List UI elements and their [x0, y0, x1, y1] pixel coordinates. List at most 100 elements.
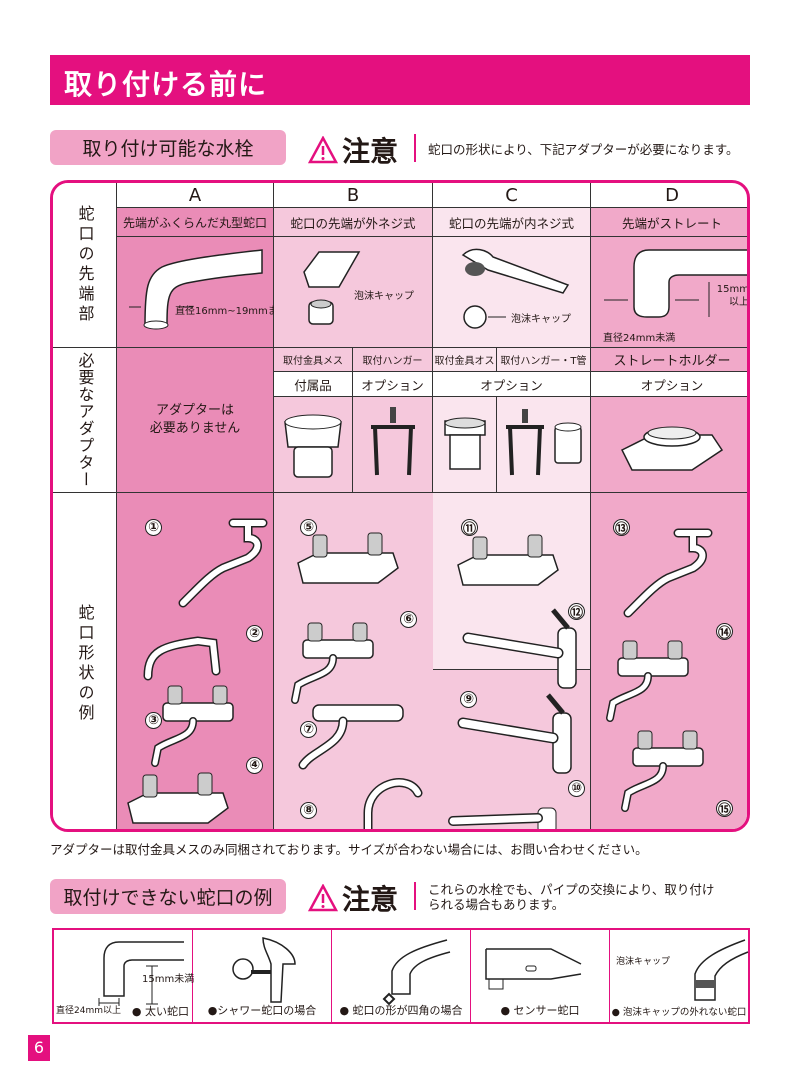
tip-image-B: 泡沫キャップ	[274, 237, 433, 348]
male-fitting-illustration	[433, 397, 497, 493]
column-D-header: D	[591, 183, 747, 208]
page-title: 取り付ける前に	[50, 55, 750, 105]
example-number: ⑤	[300, 519, 317, 536]
unsupported-thick-faucet: 15mm未満 直径24mm以上 ● 太い蛇口	[54, 930, 195, 1022]
faucet-example-illustration	[143, 678, 318, 777]
fixed-aerator-faucet-illustration	[694, 939, 749, 1001]
adapter-name-hanger: 取付ハンガー	[353, 348, 433, 372]
example-number: ⑨	[460, 691, 477, 708]
tip-image-D: 15mm以上 直径24mm未満	[591, 237, 749, 348]
unsupported-shower-faucet: ●シャワー蛇口の場合	[193, 930, 332, 1022]
adapter-name-hanger-t: 取付ハンガー・T管	[497, 348, 591, 372]
column-C-header: C	[433, 183, 591, 208]
section-heading-compatible: 取り付け可能な水栓	[50, 130, 286, 165]
tip-image-A: 直径16mm~19mmまで	[117, 237, 288, 348]
example-number: ⑦	[300, 721, 317, 738]
caution-text: 注意	[342, 135, 399, 168]
caution-text: 注意	[342, 883, 399, 916]
included-label: 付属品	[274, 372, 353, 397]
row-label-tip: 蛇口の先端部	[75, 205, 95, 325]
dimension-label-diameter: 直径24mm以上	[56, 1006, 121, 1016]
example-number: ⑭	[716, 623, 733, 641]
caution-label-2: 注意	[308, 878, 398, 918]
example-number: ①	[145, 519, 162, 536]
example-number: ②	[246, 625, 263, 642]
aerator-cap-label: 泡沫キャップ	[616, 957, 671, 967]
row-label-examples: 蛇口形状の例	[75, 604, 95, 724]
dimension-label-height: 15mm未満	[142, 974, 195, 985]
column-B-desc: 蛇口の先端が外ネジ式	[274, 208, 433, 237]
example-number: ⑥	[400, 611, 417, 628]
adapter-name-straight-holder: ストレートホルダー	[591, 348, 747, 372]
option-label-B: オプション	[353, 372, 433, 397]
example-number: ⑩	[568, 780, 585, 797]
page-number: 6	[28, 1035, 50, 1061]
faucet-example-illustration	[458, 608, 633, 707]
dimension-label-D2: 直径24mm未満	[603, 333, 676, 344]
faucet-example-illustration	[453, 693, 628, 792]
faucet-example-illustration	[123, 763, 298, 829]
unsupported-faucet-list: 15mm未満 直径24mm以上 ● 太い蛇口 ●シャワー蛇口の場合 ● 蛇口の形…	[52, 928, 750, 1024]
example-number: ④	[246, 757, 263, 774]
example-number: ⑫	[568, 603, 585, 621]
external-thread-faucet-illustration	[303, 251, 361, 325]
caption: ● センサー蛇口	[500, 1004, 580, 1017]
warning-icon	[308, 136, 338, 164]
straight-holder-illustration	[591, 397, 747, 493]
internal-thread-faucet-illustration	[461, 248, 570, 329]
dimension-label-A: 直径16mm~19mmまで	[175, 306, 288, 317]
round-tip-faucet-illustration	[129, 249, 263, 330]
female-fitting-illustration	[274, 397, 353, 493]
aerator-cap-label-B: 泡沫キャップ	[354, 291, 414, 302]
caution-note-2: これらの水栓でも、パイプの交換により、取り付けられる場合もあります。	[428, 882, 714, 912]
caption: ● 太い蛇口	[131, 1005, 189, 1018]
shower-faucet-illustration	[232, 937, 296, 1003]
faucet-example-illustration	[608, 523, 747, 622]
caption: ● 泡沫キャップの外れない蛇口	[611, 1007, 747, 1018]
column-A-desc: 先端がふくらんだ丸型蛇口	[117, 208, 274, 237]
footnote: アダプターは取付金具メスのみ同梱されております。サイズが合わない場合には、お問い…	[50, 842, 648, 857]
faucet-example-illustration	[598, 633, 747, 732]
thick-faucet-illustration	[98, 941, 184, 1006]
faucet-example-illustration	[293, 523, 468, 622]
column-A-header: A	[117, 183, 274, 208]
adapter-name-male-fitting: 取付金具オス	[433, 348, 497, 372]
hanger-illustration	[353, 397, 433, 493]
example-number: ⑮	[716, 800, 733, 818]
tip-image-C: 泡沫キャップ	[433, 237, 591, 348]
unsupported-square-faucet: ● 蛇口の形が四角の場合	[332, 930, 471, 1022]
column-D-desc: 先端がストレート	[591, 208, 747, 237]
hanger-t-pipe-illustration	[497, 397, 591, 493]
divider	[414, 882, 416, 910]
caution-note-line-1: これらの水栓でも、パイプの交換により、取り付け	[428, 882, 715, 897]
example-number: ⑧	[300, 802, 317, 819]
divider	[414, 134, 416, 162]
faucet-example-illustration	[328, 773, 503, 829]
unsupported-fixed-aerator-faucet: 泡沫キャップ ● 泡沫キャップの外れない蛇口	[610, 930, 749, 1022]
caution-label-1: 注意	[308, 130, 398, 170]
adapter-name-female-fitting: 取付金具メス	[274, 348, 353, 372]
column-C-desc: 蛇口の先端が内ネジ式	[433, 208, 591, 237]
example-number: ⑪	[461, 519, 478, 537]
caution-note-1: 蛇口の形状により、下記アダプターが必要になります。	[428, 142, 739, 157]
option-label-D: オプション	[591, 372, 747, 397]
section-heading-unsupported: 取付けできない蛇口の例	[50, 879, 286, 914]
faucet-example-illustration	[283, 615, 458, 714]
square-faucet-illustration	[382, 939, 451, 1006]
aerator-cap-label-C: 泡沫キャップ	[511, 314, 571, 325]
examples-A	[117, 493, 274, 829]
example-number: ⑬	[613, 519, 630, 537]
caption: ●シャワー蛇口の場合	[207, 1004, 317, 1017]
dimension-label-D1: 15mm以上	[716, 284, 749, 308]
faucet-example-illustration	[438, 773, 613, 829]
compatible-faucet-table: 蛇口の先端部 必要なアダプター 蛇口形状の例 A B C D 先端がふくらんだ丸…	[50, 180, 750, 832]
faucet-example-illustration	[293, 695, 468, 794]
faucet-example-illustration	[138, 621, 313, 720]
example-number: ③	[145, 712, 162, 729]
faucet-example-illustration	[453, 525, 628, 624]
adapter-none-A: アダプターは 必要ありません	[117, 348, 274, 493]
column-B-header: B	[274, 183, 433, 208]
option-label-C: オプション	[433, 372, 591, 397]
row-label-adapter: 必要なアダプター	[75, 352, 95, 488]
caution-note-line-2: られる場合もあります。	[428, 897, 565, 912]
